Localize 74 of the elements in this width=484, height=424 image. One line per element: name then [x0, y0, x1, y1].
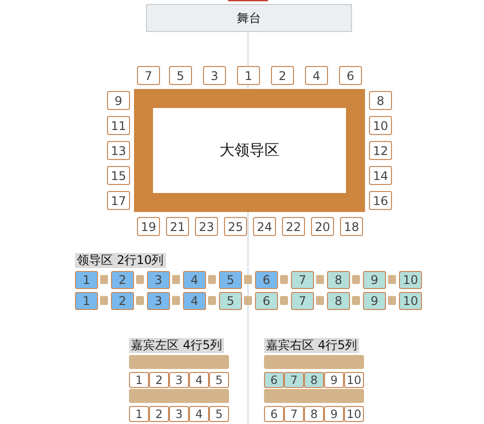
- seat: 9: [324, 406, 344, 422]
- seat: 7: [291, 292, 314, 310]
- seat: 8: [304, 372, 324, 388]
- conference-table: 大领导区: [134, 89, 365, 212]
- seat: 11: [107, 116, 130, 135]
- seat: 3: [169, 406, 189, 422]
- seat: 15: [107, 166, 130, 185]
- seat: 23: [195, 217, 218, 236]
- seat: 24: [253, 217, 276, 236]
- seat: 1: [75, 271, 98, 289]
- seat: 25: [224, 217, 247, 236]
- stage-box: 舞台: [146, 4, 352, 32]
- seat: 10: [399, 292, 422, 310]
- seat: 9: [363, 271, 386, 289]
- seat: 1: [129, 406, 149, 422]
- section-label: 领导区 2行10列: [75, 253, 166, 268]
- seat: 7: [284, 406, 304, 422]
- seat: 17: [107, 191, 130, 210]
- seat: 6: [255, 271, 278, 289]
- seat: 7: [291, 271, 314, 289]
- seat: 8: [304, 406, 324, 422]
- seat: 6: [264, 406, 284, 422]
- seat: 5: [219, 271, 242, 289]
- seat: 1: [129, 372, 149, 388]
- seat: 3: [169, 372, 189, 388]
- seat: 4: [183, 271, 206, 289]
- seat: 5: [209, 372, 229, 388]
- seat: 4: [305, 66, 328, 85]
- seat: 10: [344, 406, 364, 422]
- seat: 2: [271, 66, 294, 85]
- seat: 22: [282, 217, 305, 236]
- seat: 2: [111, 271, 134, 289]
- seat: 9: [324, 372, 344, 388]
- long-table: [264, 389, 364, 403]
- seat: 1: [237, 66, 260, 85]
- seat: 1: [75, 292, 98, 310]
- seat: 6: [264, 372, 284, 388]
- seat: 7: [137, 66, 160, 85]
- section-label: 嘉宾左区 4行5列: [129, 338, 224, 353]
- seat: 8: [327, 292, 350, 310]
- seat: 5: [219, 292, 242, 310]
- seat: 3: [203, 66, 226, 85]
- seat: 5: [209, 406, 229, 422]
- seat: 5: [169, 66, 192, 85]
- seat: 13: [107, 141, 130, 160]
- seat: 10: [399, 271, 422, 289]
- seat: 9: [107, 91, 130, 110]
- long-table: [129, 355, 229, 369]
- seat: 4: [183, 292, 206, 310]
- seat: 2: [111, 292, 134, 310]
- long-table: [264, 355, 364, 369]
- seat: 21: [166, 217, 189, 236]
- seat: 3: [147, 292, 170, 310]
- seat: 20: [311, 217, 334, 236]
- section-label: 嘉宾右区 4行5列: [264, 338, 360, 353]
- seat: 14: [369, 166, 392, 185]
- seat: 16: [369, 191, 392, 210]
- seat: 4: [189, 406, 209, 422]
- seat: 10: [369, 116, 392, 135]
- seat: 12: [369, 141, 392, 160]
- seat: 10: [344, 372, 364, 388]
- seat: 3: [147, 271, 170, 289]
- seat: 18: [340, 217, 363, 236]
- seat: 6: [255, 292, 278, 310]
- seat: 9: [363, 292, 386, 310]
- seat: 19: [137, 217, 160, 236]
- seat: 2: [149, 372, 169, 388]
- seat: 4: [189, 372, 209, 388]
- seat: 8: [369, 91, 392, 110]
- long-table: [129, 389, 229, 403]
- seat: 2: [149, 406, 169, 422]
- seat: 7: [284, 372, 304, 388]
- seat: 8: [327, 271, 350, 289]
- seat: 6: [339, 66, 362, 85]
